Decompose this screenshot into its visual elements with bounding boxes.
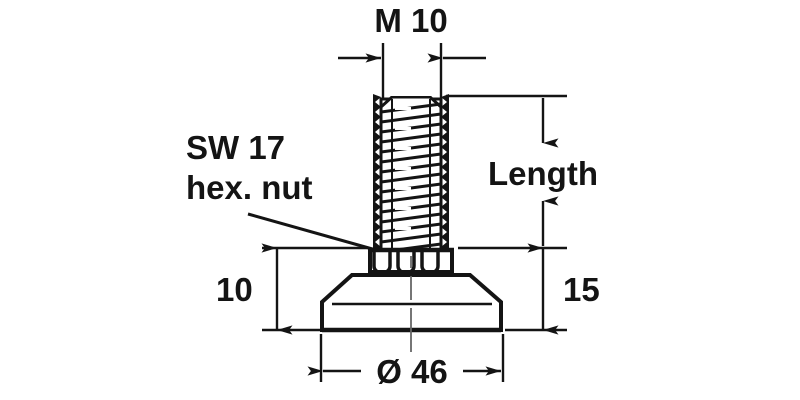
nut-height-label: 10: [216, 271, 253, 308]
threaded-stud: [373, 94, 449, 252]
dimension-length: Length: [446, 94, 598, 250]
thread-profile-edges: [373, 94, 449, 250]
thread-hatching: [379, 96, 443, 250]
dimension-thread-size: M 10: [338, 2, 486, 99]
thread-size-label: M 10: [374, 2, 447, 39]
base-height-label: 15: [563, 271, 600, 308]
hex-nut-label: hex. nut: [186, 169, 313, 206]
part-geometry: [320, 94, 503, 352]
dimension-nut-height: 10: [216, 243, 368, 335]
callout-hex-nut: SW 17 hex. nut: [186, 129, 377, 252]
dimension-base-diameter: Ø 46: [307, 334, 505, 390]
dimension-base-height: 15: [505, 243, 600, 335]
length-label: Length: [488, 155, 598, 192]
hex-nut-leader-line: [247, 212, 377, 252]
base-diameter-label: Ø 46: [376, 353, 448, 390]
wrench-size-label: SW 17: [186, 129, 285, 166]
